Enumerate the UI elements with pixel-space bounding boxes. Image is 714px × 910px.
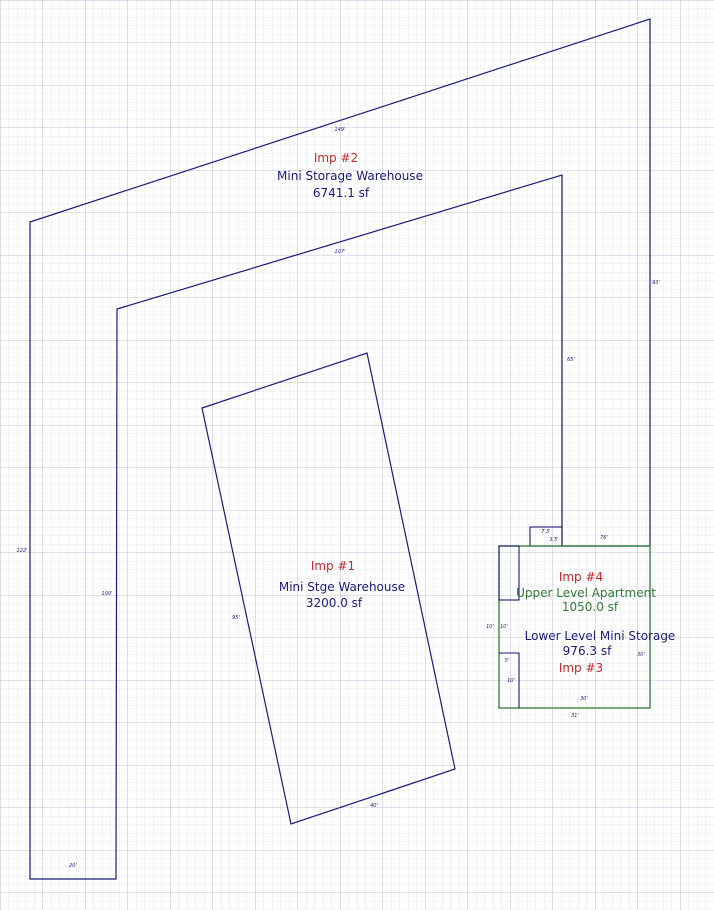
imp4-label: Imp #4: [559, 570, 603, 584]
dim-inner-top: 107': [335, 249, 346, 255]
imp3-label: Imp #3: [559, 661, 603, 675]
imp2-outline[interactable]: [29, 18, 651, 880]
imp2-area: 6741.1 sf: [313, 186, 370, 200]
dim-box-small-top: 5': [505, 658, 510, 664]
dim-inner-right: 65': [567, 357, 575, 363]
dim-inner-left: 100': [102, 591, 113, 597]
upper-inner-rect: [498, 545, 520, 601]
dim-step-top: 7.5': [541, 529, 550, 535]
dim-imp1-bottom: 40': [370, 803, 378, 809]
dim-box-top: 76': [600, 535, 608, 541]
dim-outer-top: 149': [335, 127, 346, 133]
imp2-label: Imp #2: [314, 151, 358, 165]
lower-inner-rect: [499, 652, 520, 708]
dim-box-inner-bottom: 30': [580, 696, 588, 702]
imp4-area: 1050.0 sf: [562, 600, 619, 614]
dim-outer-left: 122': [17, 548, 28, 554]
dim-step-bottom: 3.5': [549, 537, 558, 543]
imp3-imp4-box[interactable]: [498, 545, 651, 709]
dim-box-bottom: 31': [571, 713, 579, 719]
dim-box-small-side: 10': [507, 678, 515, 684]
dim-box-left-outer: 10': [486, 624, 494, 630]
imp1-name: Mini Stge Warehouse: [279, 580, 405, 594]
imp4-name: Upper Level Apartment: [516, 586, 656, 600]
imp3-area: 976.3 sf: [563, 644, 612, 658]
dim-outer-right: 93': [652, 280, 660, 286]
dim-box-left-upper: 10': [500, 624, 508, 630]
dim-box-right: 30': [637, 652, 645, 658]
dim-imp1-left: 95': [232, 615, 240, 621]
imp1-label: Imp #1: [311, 559, 355, 573]
imp3-name: Lower Level Mini Storage: [525, 629, 676, 643]
dim-bottom-leg: 20': [69, 863, 77, 869]
imp1-outline[interactable]: [201, 352, 456, 825]
imp2-name: Mini Storage Warehouse: [277, 169, 423, 183]
imp1-area: 3200.0 sf: [306, 596, 363, 610]
